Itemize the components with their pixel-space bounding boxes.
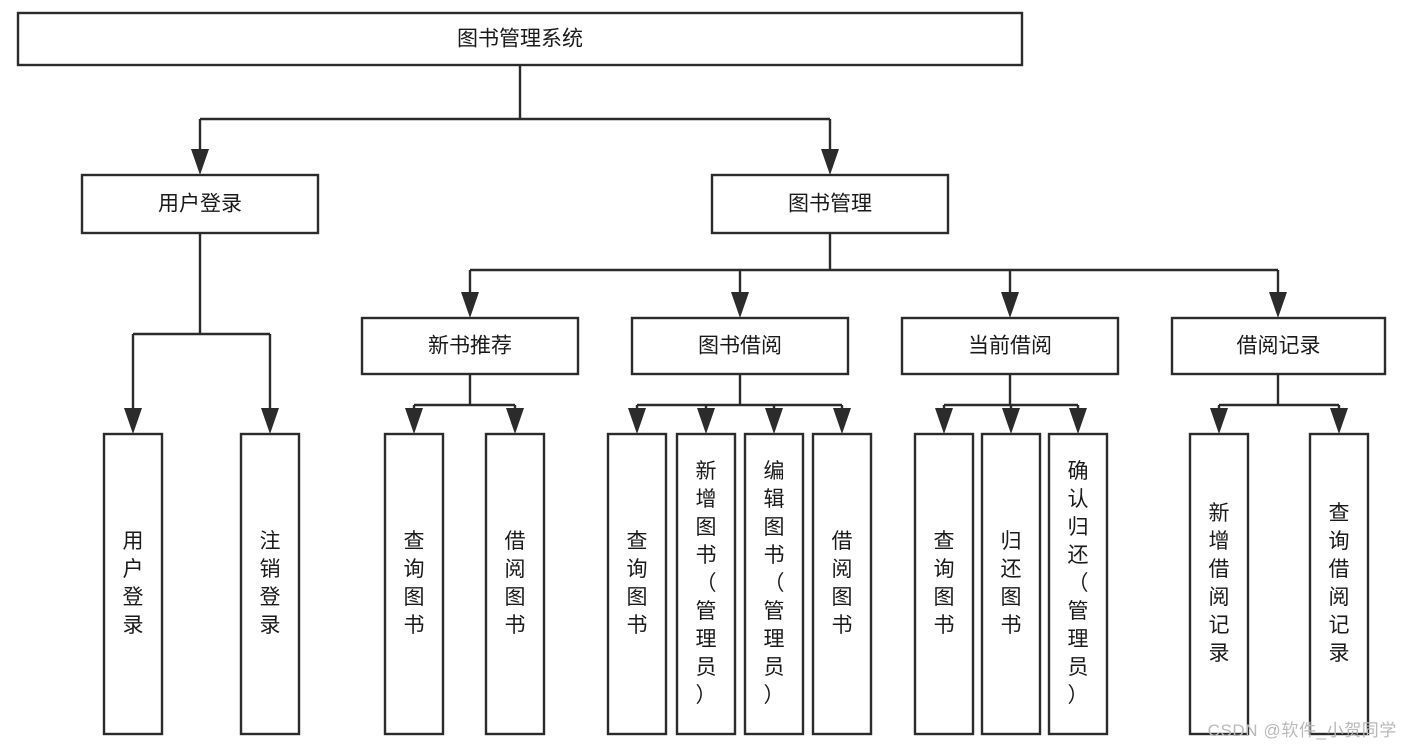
arrow-head-icon [124,408,142,434]
node-leaf-借阅图书[interactable]: 借阅图书 [484,432,546,736]
node-label: 图书管理 [788,193,872,216]
node-leaf-查询图书[interactable]: 查询图书 [913,432,975,736]
arrow-head-icon [1210,408,1228,434]
arrow-head-icon [1001,292,1019,318]
node-label: 借阅图书 [832,530,853,637]
node-leaf-借阅图书[interactable]: 借阅图书 [811,432,873,736]
arrow-head-icon [833,408,851,434]
node-label: 查询图书 [627,530,648,637]
node-box[interactable] [1047,432,1109,736]
arrow-head-icon [1330,408,1348,434]
node-box[interactable] [675,432,737,736]
node-label: 新增借阅记录 [1209,502,1230,665]
node-label: 查询借阅记录 [1329,502,1350,665]
node-box[interactable] [1188,432,1250,736]
node-leaf-查询借阅记录[interactable]: 查询借阅记录 [1308,432,1370,736]
node-box[interactable] [16,11,1024,67]
node-label: 新书推荐 [428,335,512,358]
node-label: 确认归还（管理员） [1068,460,1089,707]
arrow-head-icon [697,408,715,434]
node-box[interactable] [80,173,320,235]
node-leaf-新增借阅记录[interactable]: 新增借阅记录 [1188,432,1250,736]
node-label: 用户登录 [123,530,144,637]
node-box[interactable] [1170,316,1387,376]
node-label: 当前借阅 [968,335,1052,358]
node-box[interactable] [980,432,1042,736]
node-box[interactable] [606,432,668,736]
node-leaf-查询图书[interactable]: 查询图书 [606,432,668,736]
arrow-head-icon [1069,408,1087,434]
node-leaf-查询图书[interactable]: 查询图书 [383,432,445,736]
edge-group-图书管理系统 [191,65,839,175]
node-box[interactable] [102,432,164,736]
nodes-layer: 图书管理系统用户登录图书管理新书推荐图书借阅当前借阅借阅记录用户登录注销登录查询… [16,11,1387,736]
edge-group-借阅记录 [1210,374,1348,434]
node-box[interactable] [383,432,445,736]
watermark-text: CSDN @软件_小贺同学 [1207,721,1397,740]
arrow-head-icon [261,408,279,434]
node-box[interactable] [900,316,1120,376]
node-leaf-用户登录[interactable]: 用户登录 [102,432,164,736]
edge-group-当前借阅 [935,374,1087,434]
arrow-head-icon [506,408,524,434]
node-label: 查询图书 [404,530,425,637]
arrow-head-icon [405,408,423,434]
node-level2-图书管理[interactable]: 图书管理 [710,173,950,235]
node-level3-借阅记录[interactable]: 借阅记录 [1170,316,1387,376]
arrow-head-icon [191,149,209,175]
node-leaf-编辑图书管理员[interactable]: 编辑图书（管理员） [743,432,805,736]
node-level3-新书推荐[interactable]: 新书推荐 [360,316,580,376]
arrow-head-icon [935,408,953,434]
arrow-head-icon [628,408,646,434]
node-box[interactable] [811,432,873,736]
node-box[interactable] [630,316,850,376]
arrow-head-icon [765,408,783,434]
node-box[interactable] [710,173,950,235]
node-leaf-归还图书[interactable]: 归还图书 [980,432,1042,736]
edge-group-新书推荐 [405,374,524,434]
arrow-head-icon [1002,408,1020,434]
arrow-head-icon [821,149,839,175]
node-leaf-注销登录[interactable]: 注销登录 [239,432,301,736]
node-label: 借阅记录 [1237,335,1321,358]
node-label: 借阅图书 [505,530,526,637]
node-box[interactable] [360,316,580,376]
node-label: 注销登录 [260,530,281,637]
node-leaf-新增图书管理员[interactable]: 新增图书（管理员） [675,432,737,736]
node-box[interactable] [913,432,975,736]
edge-group-图书借阅 [628,374,851,434]
node-box[interactable] [239,432,301,736]
node-level2-用户登录[interactable]: 用户登录 [80,173,320,235]
edge-group-用户登录 [124,233,279,434]
arrow-head-icon [731,292,749,318]
arrow-head-icon [1269,292,1287,318]
node-level3-当前借阅[interactable]: 当前借阅 [900,316,1120,376]
node-box[interactable] [743,432,805,736]
node-label: 查询图书 [934,530,955,637]
node-label: 归还图书 [1001,530,1022,637]
edges-layer [124,65,1348,434]
node-leaf-确认归还管理员[interactable]: 确认归还（管理员） [1047,432,1109,736]
node-box[interactable] [484,432,546,736]
node-label: 图书管理系统 [457,28,583,51]
node-label: 用户登录 [158,193,242,216]
edge-group-图书管理 [461,233,1287,318]
arrow-head-icon [461,292,479,318]
node-root-图书管理系统[interactable]: 图书管理系统 [16,11,1024,67]
node-label: 编辑图书（管理员） [764,460,785,707]
node-label: 图书借阅 [698,335,782,358]
node-label: 新增图书（管理员） [696,460,717,707]
node-box[interactable] [1308,432,1370,736]
node-level3-图书借阅[interactable]: 图书借阅 [630,316,850,376]
